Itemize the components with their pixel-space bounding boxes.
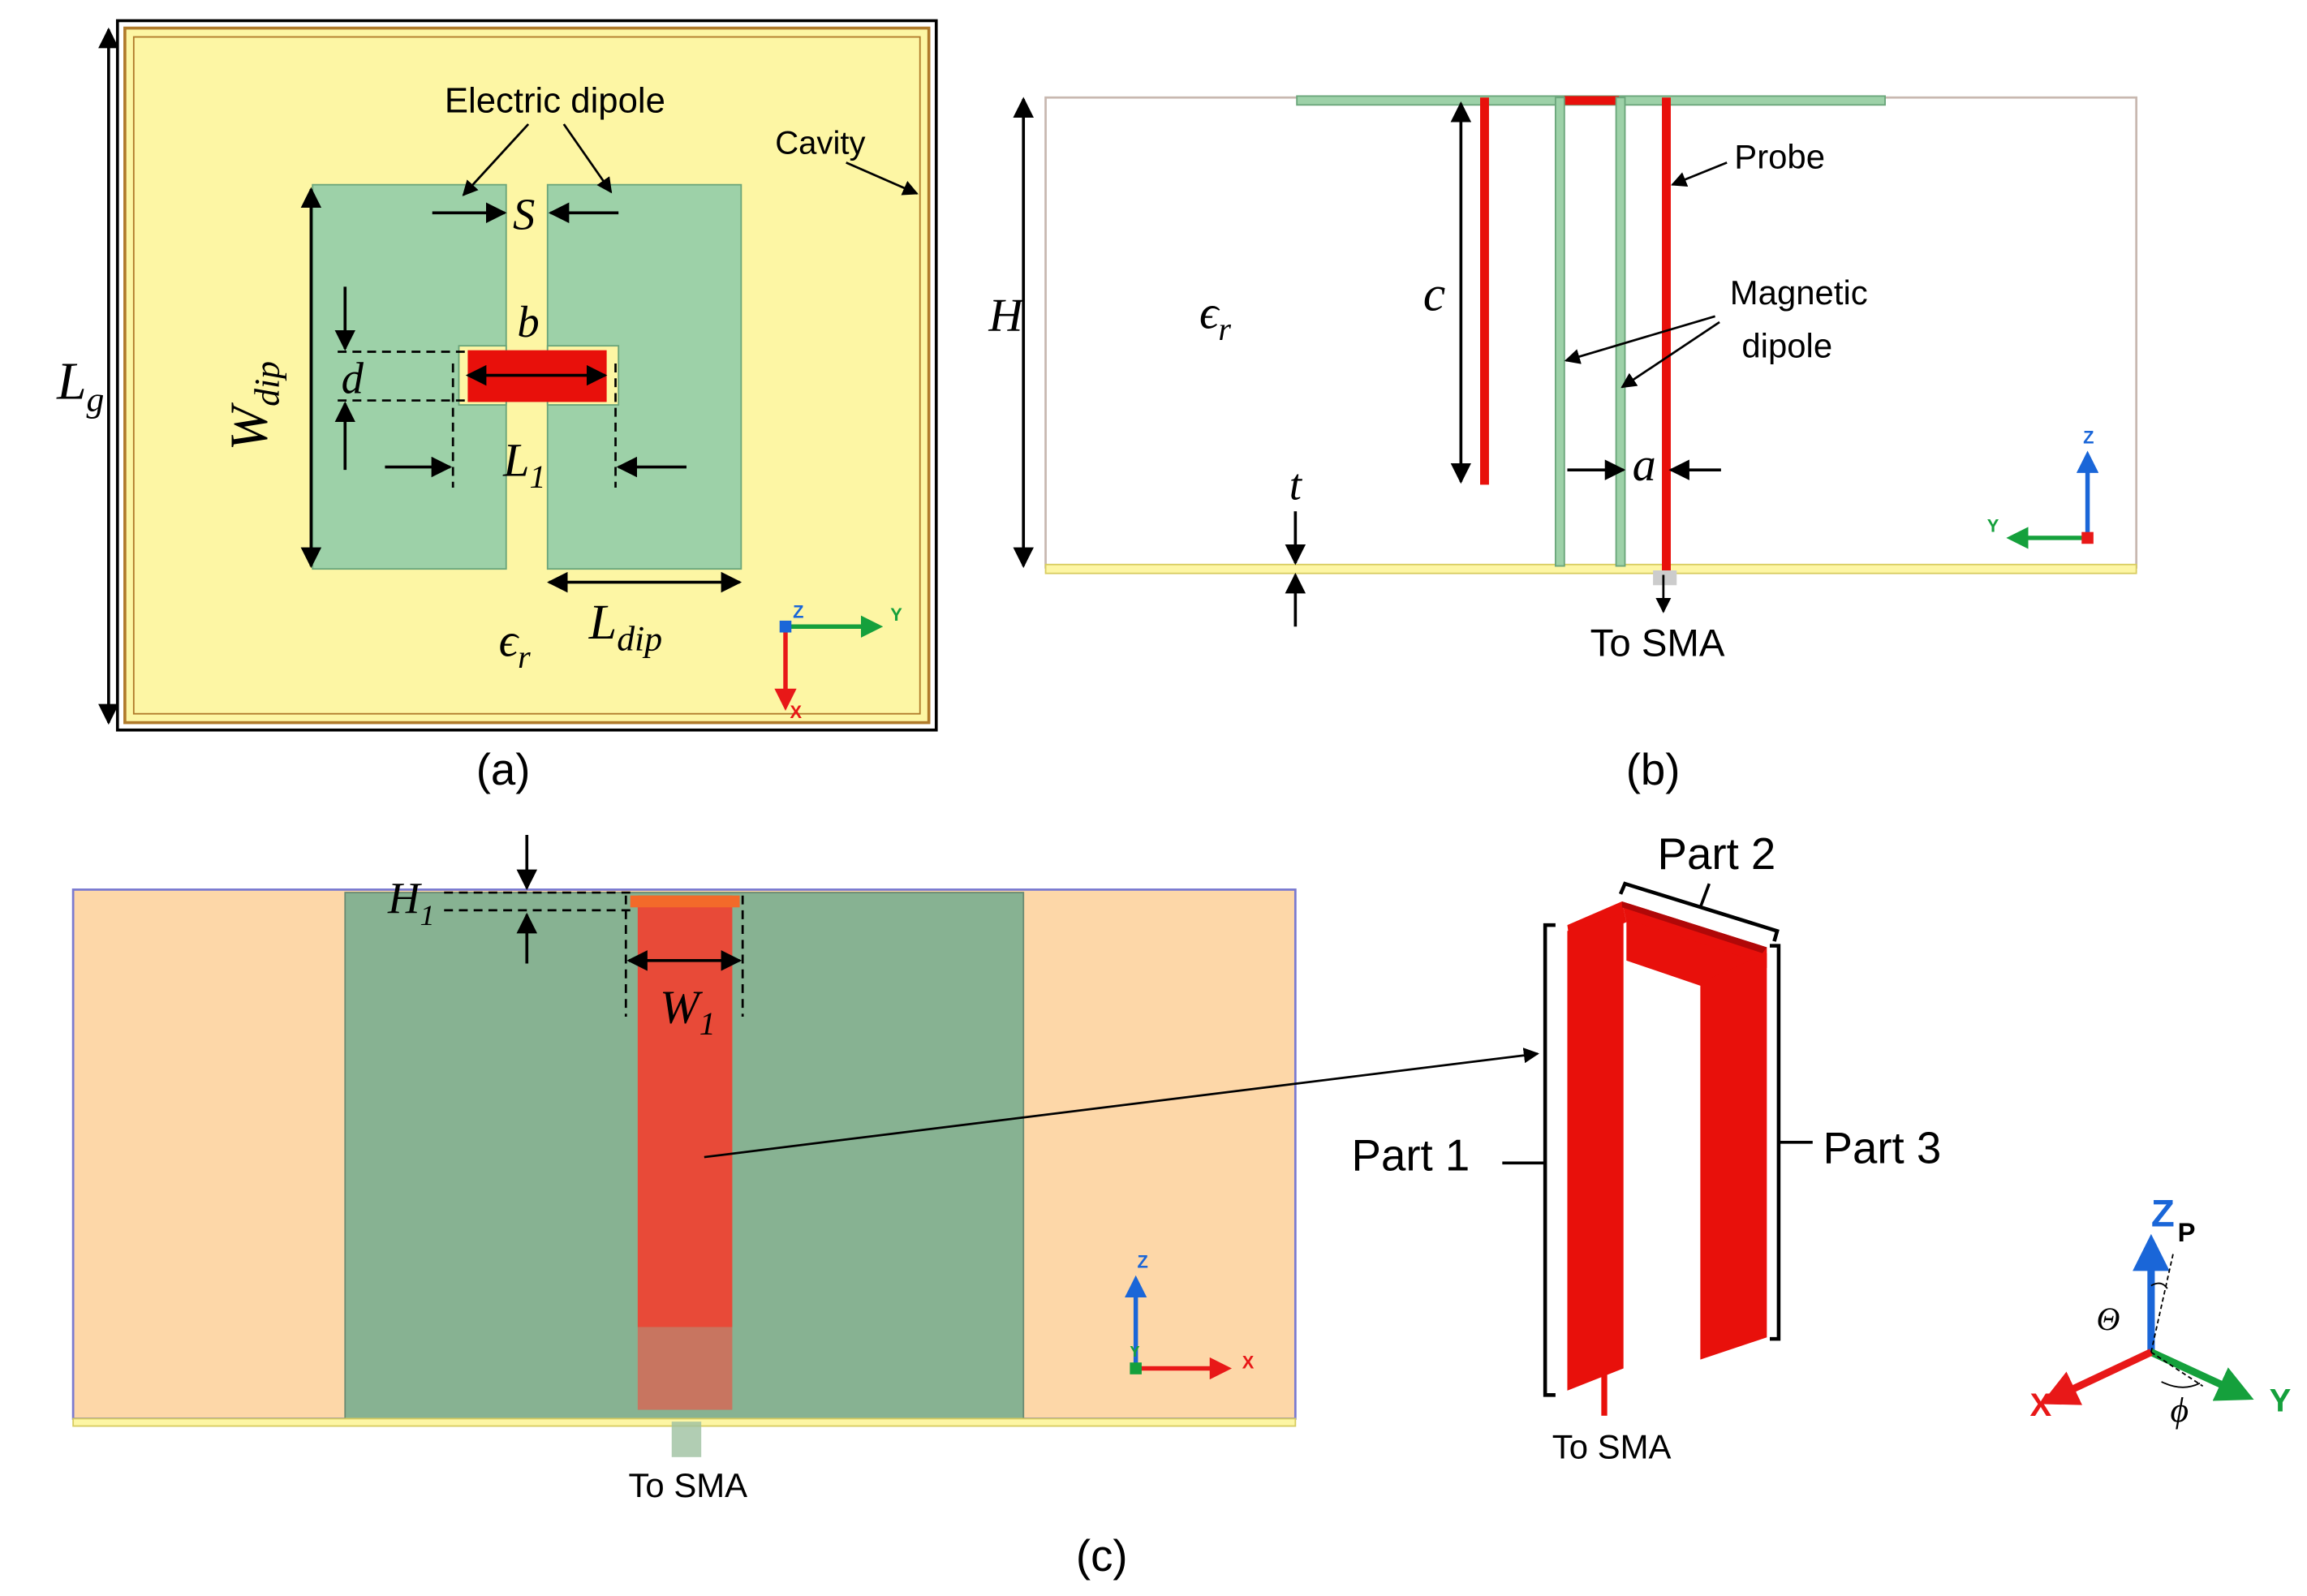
part2-tick bbox=[1698, 883, 1711, 908]
a-label: a bbox=[1633, 438, 1656, 491]
w1-label: W1 bbox=[660, 980, 716, 1042]
magnetic-dipole-wall-2 bbox=[1615, 97, 1626, 567]
part1-label: Part 1 bbox=[1352, 1130, 1470, 1180]
l1-label: L1 bbox=[502, 433, 545, 495]
probe-arrow bbox=[1671, 161, 1728, 187]
zoom-connector bbox=[704, 1048, 1539, 1159]
probe-label: Probe bbox=[1734, 138, 1825, 176]
svg-text:ϕ: ϕ bbox=[2171, 1391, 2189, 1430]
electric-dipole-arrow-left bbox=[462, 123, 530, 196]
sma-connector bbox=[1653, 570, 1677, 586]
part3-bracket bbox=[1769, 944, 1781, 1341]
magnetic-dipole-label-2: dipole bbox=[1741, 327, 1832, 365]
svg-text:Z: Z bbox=[1137, 1252, 1147, 1272]
axis-triad-b: Z Y bbox=[1987, 427, 2099, 549]
caption-c: (c) bbox=[1076, 1531, 1128, 1581]
lg-label: Lg bbox=[56, 353, 104, 419]
probe-vertical bbox=[1662, 97, 1671, 571]
svg-text:Y: Y bbox=[1130, 1344, 1139, 1360]
panel-c: H1 W1 To SMA Z X Y bbox=[71, 829, 2292, 1581]
probe-3d bbox=[1567, 901, 1767, 1416]
part2-label: Part 2 bbox=[1658, 829, 1776, 879]
axis-triad-c: Z X Y bbox=[1124, 1252, 1255, 1380]
c-label: c bbox=[1423, 266, 1445, 321]
part1-bracket bbox=[1543, 923, 1556, 1397]
caption-b: (b) bbox=[1626, 745, 1681, 794]
cavity-label: Cavity bbox=[775, 125, 865, 161]
to-sma-label-c: To SMA bbox=[628, 1466, 747, 1504]
t-label: t bbox=[1289, 460, 1303, 510]
panel-a: Electric dipole Cavity S b Wdip Lg d L1 bbox=[56, 19, 938, 794]
svg-text:Z: Z bbox=[2083, 427, 2094, 447]
sma-front bbox=[671, 1422, 702, 1457]
eps-r-label-b: ϵr bbox=[1199, 286, 1231, 347]
magnetic-dipole-label-1: Magnetic bbox=[1730, 273, 1868, 312]
svg-text:X: X bbox=[2030, 1387, 2052, 1423]
magnetic-arrow-2 bbox=[1620, 320, 1720, 389]
electric-dipole-arrow-right bbox=[562, 123, 613, 194]
panel-b: H ϵr c t a Probe Magnetic dipole To SMA … bbox=[988, 95, 2138, 794]
svg-text:Z: Z bbox=[793, 601, 803, 622]
svg-text:X: X bbox=[1242, 1353, 1255, 1373]
part3-label: Part 3 bbox=[1823, 1123, 1942, 1172]
b-label: b bbox=[517, 297, 539, 346]
h1-label: H1 bbox=[387, 874, 435, 932]
s-label: S bbox=[513, 189, 535, 239]
magnetic-arrow-1 bbox=[1564, 315, 1715, 364]
ldip-label: Ldip bbox=[588, 595, 662, 659]
spherical-coordinate-triad: Z P Θ ϕ Y X bbox=[2030, 1193, 2292, 1430]
svg-text:Y: Y bbox=[2270, 1383, 2292, 1418]
magnetic-dipole-wall-1 bbox=[1554, 97, 1565, 567]
h-label: H bbox=[988, 289, 1025, 342]
ground-plane-side bbox=[1044, 563, 2137, 574]
to-sma-label-3d: To SMA bbox=[1552, 1428, 1672, 1466]
wdip-label: Wdip bbox=[221, 361, 287, 450]
probe-front-bottom bbox=[637, 1327, 733, 1410]
probe-top-segment bbox=[630, 895, 740, 908]
svg-text:Y: Y bbox=[890, 604, 902, 625]
svg-text:X: X bbox=[790, 702, 802, 722]
top-probe-segment bbox=[1564, 96, 1620, 105]
electric-dipole-label: Electric dipole bbox=[445, 80, 665, 120]
axis-triad-a: Z Y X bbox=[774, 601, 902, 722]
svg-text:Y: Y bbox=[1987, 516, 1999, 536]
probe-short bbox=[1480, 97, 1489, 485]
svg-text:Z: Z bbox=[2151, 1193, 2175, 1236]
caption-a: (a) bbox=[476, 745, 531, 794]
svg-text:P: P bbox=[2178, 1217, 2196, 1247]
to-sma-label-b: To SMA bbox=[1590, 622, 1725, 665]
d-label: d bbox=[342, 353, 364, 402]
eps-r-label: ϵr bbox=[499, 614, 531, 676]
svg-text:Θ: Θ bbox=[2096, 1301, 2120, 1337]
cavity-arrow bbox=[846, 161, 919, 196]
cavity-side-view bbox=[1044, 96, 2138, 569]
